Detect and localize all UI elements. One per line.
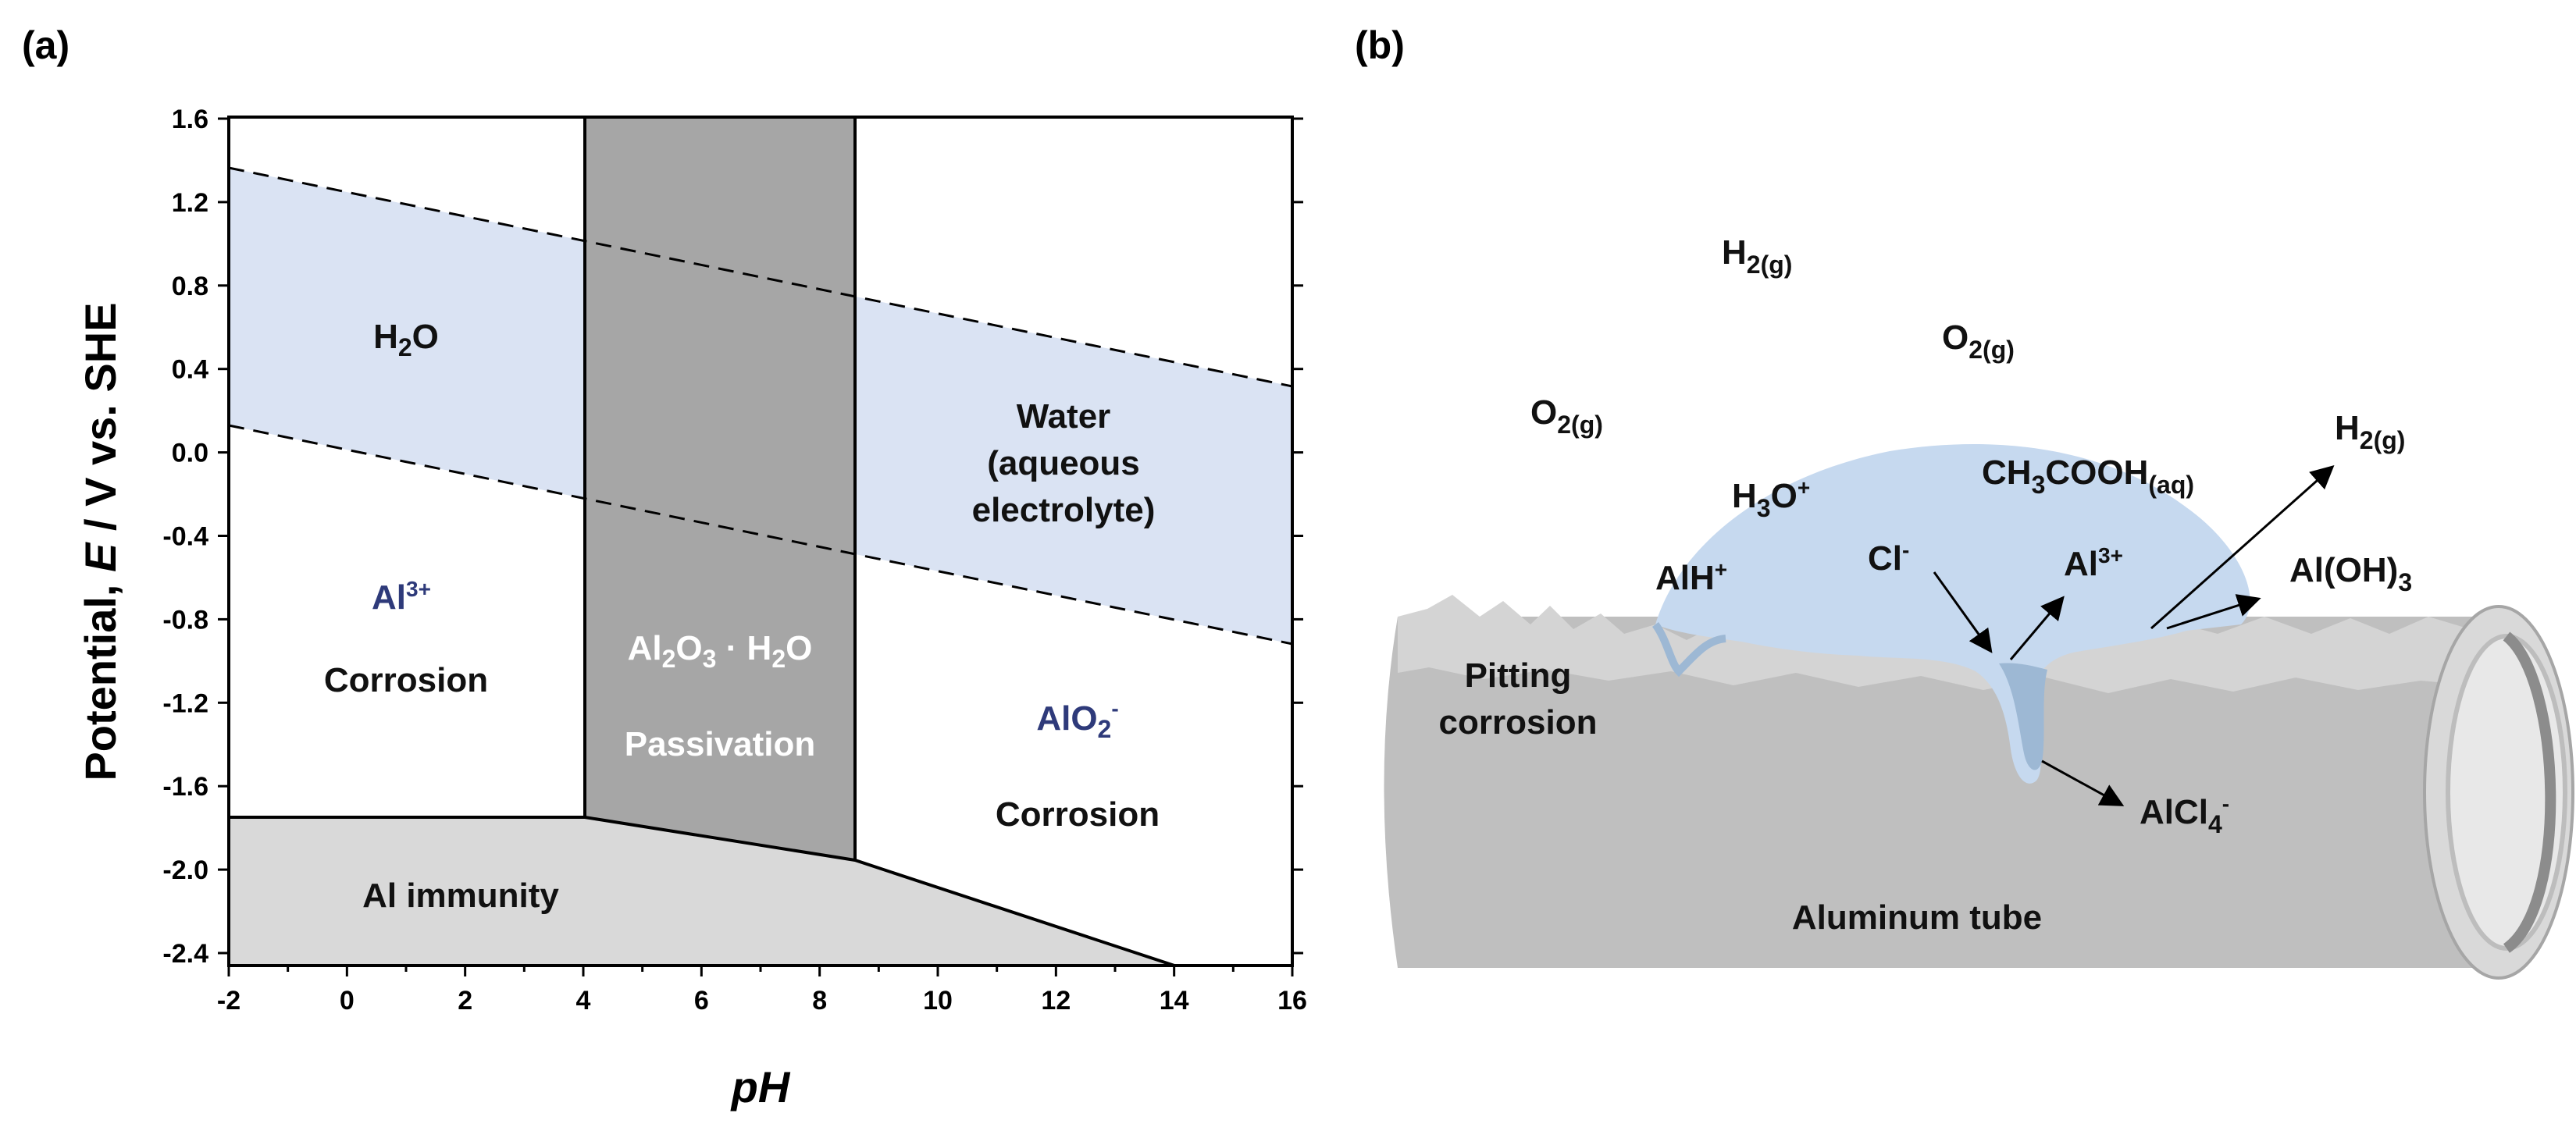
y-tick-label: 1.2 bbox=[172, 188, 208, 218]
panel-b-label: (b) bbox=[1355, 23, 1405, 67]
passive-formula-label: Al2O3 · H2O bbox=[628, 629, 813, 673]
water-lower-line bbox=[228, 424, 1293, 646]
immunity-boundary bbox=[229, 816, 1175, 967]
passivation-region bbox=[585, 117, 855, 860]
y-axis-ticks: 1.6 1.2 0.8 0.4 0.0 -0.4 -0.8 -1.2 -1.6 -2.0 -2.4 bbox=[162, 105, 1303, 969]
droplet-edge-left bbox=[1651, 622, 1726, 678]
alh-label: AlH+ bbox=[1655, 557, 1727, 597]
x-axis-ticks: -2 0 2 4 6 8 10 12 14 16 bbox=[217, 966, 1307, 1016]
to-aloh3-arrow bbox=[2166, 594, 2261, 630]
water-upper-line bbox=[228, 166, 1293, 388]
x-tick-label: 4 bbox=[576, 986, 591, 1016]
immunity-label: Al immunity bbox=[362, 877, 559, 915]
tube-end-shadow bbox=[2503, 631, 2556, 953]
pit bbox=[1999, 663, 2047, 770]
o2-gas-left-label: O2(g) bbox=[1530, 393, 1603, 439]
y-axis-title: Potential, E / V vs. SHE bbox=[76, 302, 125, 781]
x-tick-label: 16 bbox=[1277, 986, 1307, 1016]
al3-ion-label: Al3+ bbox=[372, 577, 431, 617]
x-tick-label: 2 bbox=[458, 986, 472, 1016]
immunity-region bbox=[229, 817, 1174, 966]
alo2-ion-label: AlO2- bbox=[1036, 696, 1118, 743]
pitting-label-line2: corrosion bbox=[1439, 703, 1598, 742]
y-tick-label: 0.0 bbox=[172, 439, 208, 468]
y-tick-label: 0.4 bbox=[172, 355, 208, 385]
water-label-line1: Water bbox=[1017, 397, 1111, 436]
x-tick-label: 10 bbox=[923, 986, 953, 1016]
h3o-label: H3O+ bbox=[1732, 475, 1810, 522]
h2-gas-right-label: H2(g) bbox=[2335, 409, 2405, 454]
passivation-label: Passivation bbox=[625, 725, 816, 763]
h2-gas-top-label: H2(g) bbox=[1722, 233, 1792, 279]
x-axis-title: pH bbox=[730, 1062, 791, 1112]
panel-a-label: (a) bbox=[22, 23, 69, 67]
alcl4-label: AlCl4- bbox=[2140, 791, 2229, 838]
y-tick-label: 1.6 bbox=[172, 105, 208, 134]
water-label-line3: electrolyte) bbox=[972, 491, 1156, 529]
tube-body bbox=[1384, 617, 2491, 968]
x-tick-label: 6 bbox=[694, 986, 709, 1016]
cl-ion-label: Cl- bbox=[1868, 538, 1909, 578]
electrolyte-droplet bbox=[1655, 443, 2250, 784]
h2o-label: H2O bbox=[373, 318, 439, 361]
cl-to-pit-arrow bbox=[1933, 571, 1993, 653]
y-tick-label: -2.0 bbox=[162, 855, 208, 885]
al3-ion-label-b: Al3+ bbox=[2064, 543, 2123, 583]
corrosion-schematic: H2(g) O2(g) O2(g) H2(g) CH3COOH(aq) H3O+… bbox=[1384, 233, 2574, 980]
y-tick-label: -0.8 bbox=[162, 605, 208, 635]
y-tick-label: -0.4 bbox=[162, 522, 208, 552]
y-tick-label: 0.8 bbox=[172, 272, 208, 301]
pit-to-alcl4-arrow bbox=[2041, 759, 2125, 806]
corrosion-left-label: Corrosion bbox=[324, 661, 488, 699]
x-tick-label: 12 bbox=[1041, 986, 1071, 1016]
x-tick-label: 0 bbox=[340, 986, 355, 1016]
tube-label: Aluminum tube bbox=[1792, 898, 2042, 937]
ch3cooh-label: CH3COOH(aq) bbox=[1982, 454, 2194, 499]
pitting-label-line1: Pitting bbox=[1465, 656, 1572, 695]
o2-gas-middle-label: O2(g) bbox=[1942, 318, 2015, 364]
x-tick-label: 14 bbox=[1160, 986, 1189, 1016]
pourbaix-diagram: -2 0 2 4 6 8 10 12 14 16 1.6 1.2 0.8 0.4 0.0 -0.4 -0.8 -… bbox=[76, 105, 1307, 1112]
x-tick-label: 8 bbox=[812, 986, 827, 1016]
pit-to-al3-arrow bbox=[2009, 596, 2065, 660]
to-h2-arrow bbox=[2150, 465, 2335, 630]
aloh3-label: Al(OH)3 bbox=[2289, 551, 2412, 596]
y-tick-label: -2.4 bbox=[162, 939, 208, 969]
y-tick-label: -1.2 bbox=[162, 688, 208, 718]
y-tick-label: -1.6 bbox=[162, 772, 208, 802]
x-tick-label: -2 bbox=[217, 986, 240, 1016]
corrosion-right-label: Corrosion bbox=[996, 795, 1160, 834]
water-label-line2: (aqueous bbox=[987, 444, 1140, 482]
